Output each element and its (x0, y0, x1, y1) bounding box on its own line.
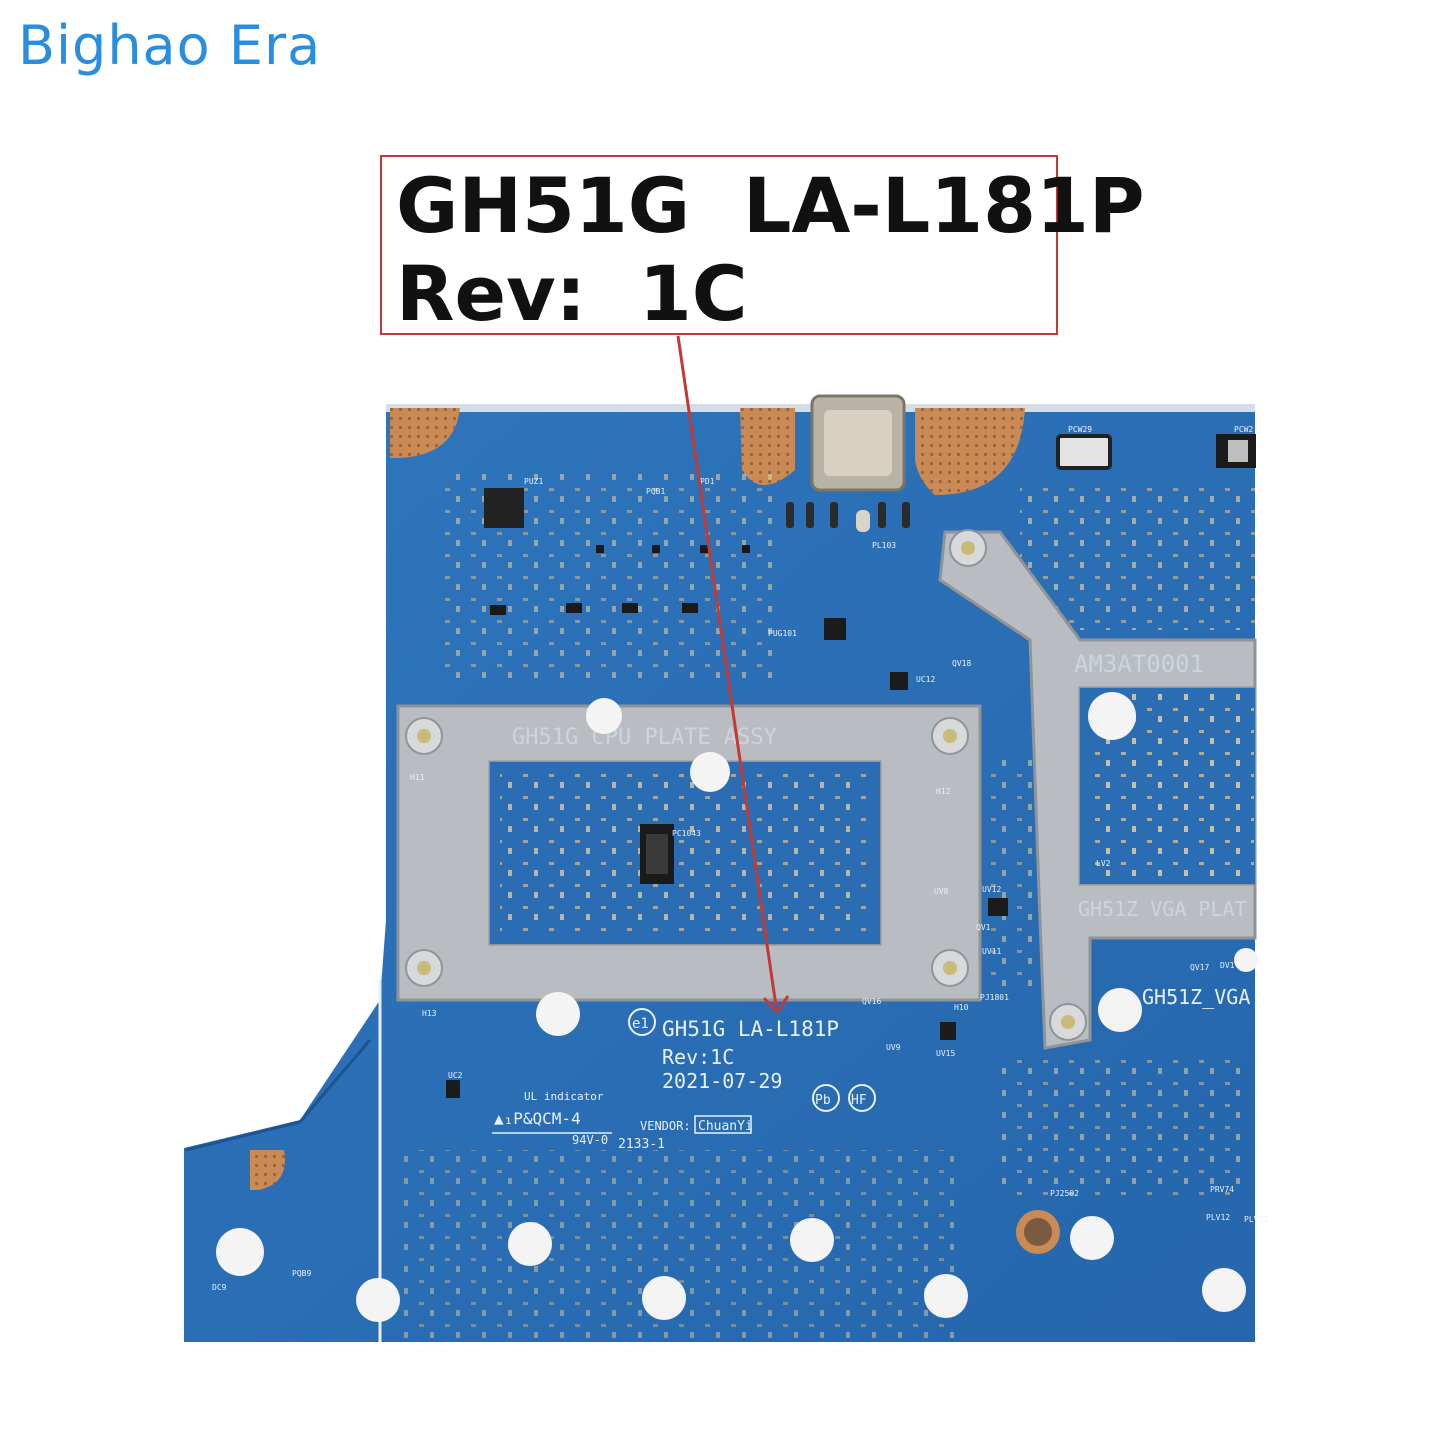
svg-text:PJ2502: PJ2502 (1050, 1189, 1079, 1198)
pb-mark: Pb (815, 1093, 831, 1108)
svg-text:QV1: QV1 (976, 923, 991, 932)
silk-model: GH51G LA-L181P (662, 1017, 839, 1041)
model-callout-box: GH51G LA-L181P Rev: 1C (380, 155, 1145, 338)
svg-text:UV11: UV11 (982, 947, 1001, 956)
svg-text:PUG101: PUG101 (768, 629, 797, 638)
svg-text:UC12: UC12 (916, 675, 935, 684)
e1-mark: e1 (632, 1016, 649, 1032)
vendor-label: VENDOR: (640, 1119, 691, 1133)
svg-text:PLV12: PLV12 (1206, 1213, 1230, 1222)
svg-text:PQB1: PQB1 (646, 487, 665, 496)
svg-text:UV12: UV12 (982, 885, 1001, 894)
callout-model: GH51G LA-L181P (396, 161, 1145, 250)
silk-revision: Rev:1C (662, 1045, 734, 1069)
ul-indicator: UL indicator (524, 1090, 604, 1103)
svg-text:PUZ1: PUZ1 (524, 477, 543, 486)
svg-text:DC9: DC9 (212, 1283, 227, 1292)
svg-text:UV15: UV15 (936, 1049, 955, 1058)
callout-arrow (676, 335, 778, 1007)
svg-text:H13: H13 (422, 1009, 437, 1018)
svg-text:LV2: LV2 (1096, 859, 1111, 868)
code: 2133-1 (618, 1137, 665, 1152)
vga-label: GH51Z_VGA (1142, 985, 1250, 1009)
svg-text:QV16: QV16 (862, 997, 881, 1006)
svg-text:PL103: PL103 (872, 541, 896, 550)
svg-text:H10: H10 (954, 1003, 969, 1012)
svg-text:PCW29: PCW29 (1068, 425, 1092, 434)
callout-revision: Rev: 1C (396, 249, 748, 338)
hf-mark: HF (851, 1093, 867, 1108)
svg-text:H11: H11 (410, 773, 425, 782)
svg-text:PQB9: PQB9 (292, 1269, 311, 1278)
svg-text:QV17: QV17 (1190, 963, 1209, 972)
rating: 94V-0 (572, 1133, 608, 1147)
am-label: AM3AT0001 (1074, 650, 1204, 678)
svg-text:PD1: PD1 (700, 477, 715, 486)
svg-text:DV1: DV1 (1220, 961, 1235, 970)
svg-text:UV8: UV8 (934, 887, 949, 896)
silk-date: 2021-07-29 (662, 1069, 782, 1093)
cpu-plate-label: GH51G CPU PLATE ASSY (512, 725, 777, 750)
svg-text:PRV74: PRV74 (1210, 1185, 1234, 1194)
vendor: ChuanYi (698, 1119, 753, 1134)
ul-mark: ▲₁P&QCM-4 (494, 1109, 581, 1128)
svg-text:PLV11: PLV11 (1244, 1215, 1268, 1224)
brand-logo: Bighao Era (18, 14, 322, 77)
vga-plate-label: GH51Z VGA PLAT (1078, 897, 1247, 921)
svg-text:QV18: QV18 (952, 659, 971, 668)
svg-text:H12: H12 (936, 787, 951, 796)
svg-text:PC1043: PC1043 (672, 829, 701, 838)
svg-text:UV9: UV9 (886, 1043, 901, 1052)
svg-text:UC2: UC2 (448, 1071, 463, 1080)
svg-text:PJ1801: PJ1801 (980, 993, 1009, 1002)
svg-text:PCW2: PCW2 (1234, 425, 1253, 434)
